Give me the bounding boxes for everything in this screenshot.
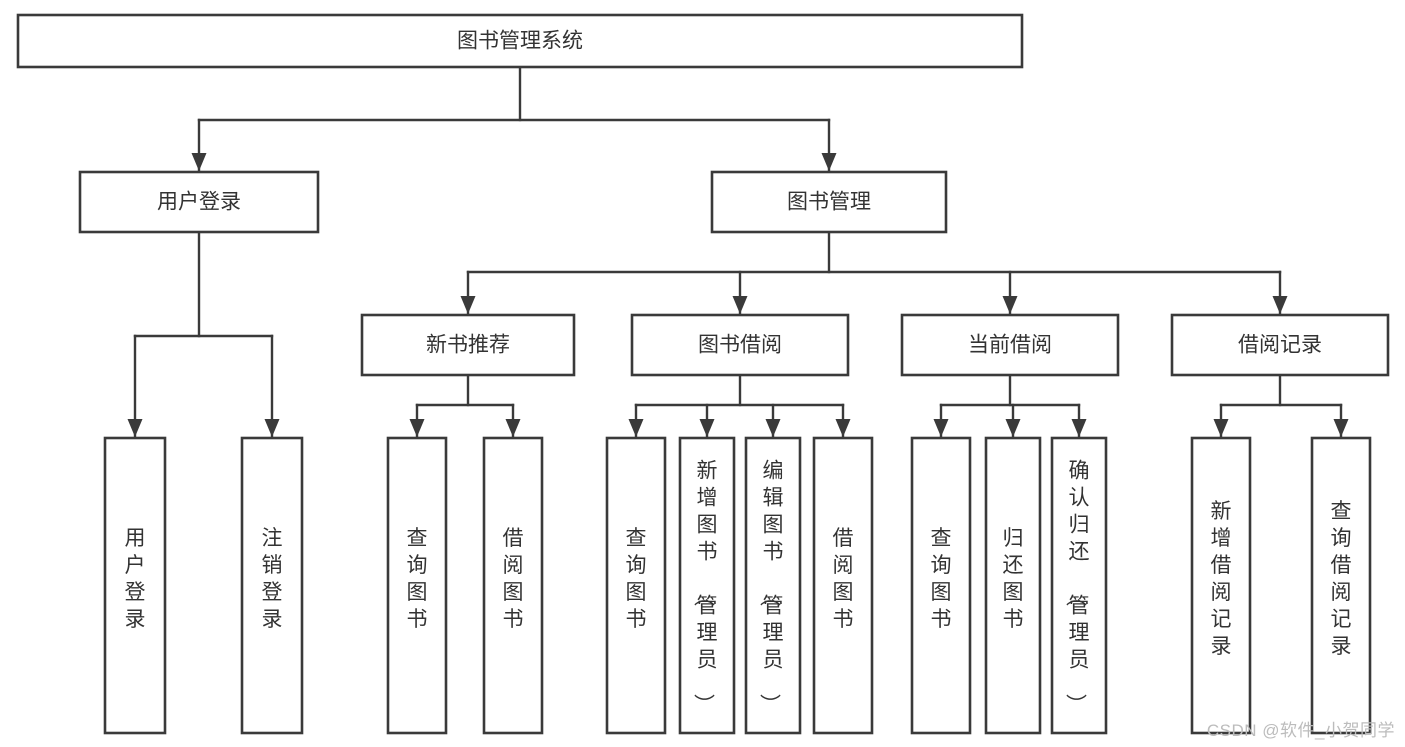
node-box[interactable]: 归还图书 — [984, 436, 1042, 735]
node-rectangle[interactable] — [386, 436, 448, 735]
arrow-head-icon — [1071, 419, 1087, 437]
node-rectangle[interactable] — [678, 436, 736, 735]
node-label: 归还图书 — [1003, 527, 1024, 631]
node-box[interactable]: 图书管理 — [710, 170, 948, 234]
node-box[interactable]: 借阅图书 — [482, 436, 544, 735]
node-box[interactable]: 用户登录 — [103, 436, 167, 735]
node-label: 新增借阅记录 — [1211, 500, 1232, 658]
node-box[interactable]: 查询借阅记录 — [1310, 436, 1372, 735]
arrow-head-icon — [1005, 419, 1021, 437]
node-label: 借阅图书 — [833, 527, 854, 631]
arrow-head-icon — [835, 419, 851, 437]
node-rectangle[interactable] — [744, 436, 802, 735]
node-label: 查询图书 — [626, 527, 647, 631]
node-rectangle[interactable] — [78, 170, 320, 234]
node-label: 确认归还（管理员） — [1064, 460, 1090, 715]
arrow-head-icon — [409, 419, 425, 437]
node-rectangle[interactable] — [710, 170, 948, 234]
node-label: 用户登录 — [125, 527, 146, 631]
node-label: 注销登录 — [262, 527, 283, 631]
arrow-head-icon — [1002, 296, 1018, 314]
node-label: 查询图书 — [407, 527, 428, 631]
node-label: 编辑图书（管理员） — [758, 460, 784, 715]
arrow-head-icon — [765, 419, 781, 437]
node-box[interactable]: 新书推荐 — [360, 313, 576, 377]
arrow-head-icon — [699, 419, 715, 437]
node-rectangle[interactable] — [103, 436, 167, 735]
node-label: 图书借阅 — [698, 334, 782, 357]
connector-edges-layer — [127, 65, 1349, 438]
node-rectangle[interactable] — [1190, 436, 1252, 735]
node-label: 当前借阅 — [968, 334, 1052, 357]
node-box[interactable]: 查询图书 — [386, 436, 448, 735]
arrow-head-icon — [933, 419, 949, 437]
arrow-head-icon — [1272, 296, 1288, 314]
node-label: 借阅图书 — [503, 527, 524, 631]
node-box[interactable]: 用户登录 — [78, 170, 320, 234]
node-rectangle[interactable] — [1050, 436, 1108, 735]
node-label: 新书推荐 — [426, 334, 510, 357]
node-rectangle[interactable] — [1310, 436, 1372, 735]
node-label: 图书管理系统 — [457, 30, 583, 53]
node-box[interactable]: 编辑图书（管理员） — [744, 436, 802, 735]
node-label: 查询图书 — [931, 527, 952, 631]
node-rectangle[interactable] — [1170, 313, 1390, 377]
node-box[interactable]: 查询图书 — [605, 436, 667, 735]
node-rectangle[interactable] — [482, 436, 544, 735]
arrow-head-icon — [628, 419, 644, 437]
node-rectangle[interactable] — [16, 13, 1024, 69]
node-label: 查询借阅记录 — [1331, 500, 1352, 658]
node-box[interactable]: 确认归还（管理员） — [1050, 436, 1108, 735]
arrow-head-icon — [821, 153, 837, 171]
node-box[interactable]: 查询图书 — [910, 436, 972, 735]
node-label: 借阅记录 — [1238, 334, 1322, 357]
arrow-head-icon — [1333, 419, 1349, 437]
node-box[interactable]: 图书管理系统 — [16, 13, 1024, 69]
node-box[interactable]: 借阅记录 — [1170, 313, 1390, 377]
node-box[interactable]: 新增借阅记录 — [1190, 436, 1252, 735]
node-rectangle[interactable] — [812, 436, 874, 735]
node-box[interactable]: 图书借阅 — [630, 313, 850, 377]
node-box[interactable]: 当前借阅 — [900, 313, 1120, 377]
node-rectangle[interactable] — [984, 436, 1042, 735]
arrow-head-icon — [1213, 419, 1229, 437]
node-box[interactable]: 注销登录 — [240, 436, 304, 735]
node-label: 新增图书（管理员） — [692, 460, 718, 715]
arrow-head-icon — [505, 419, 521, 437]
node-rectangle[interactable] — [360, 313, 576, 377]
arrow-head-icon — [191, 153, 207, 171]
arrow-head-icon — [460, 296, 476, 314]
node-rectangle[interactable] — [240, 436, 304, 735]
node-label: 图书管理 — [787, 191, 871, 214]
node-rectangle[interactable] — [605, 436, 667, 735]
node-rectangle[interactable] — [910, 436, 972, 735]
arrow-head-icon — [732, 296, 748, 314]
arrow-head-icon — [127, 419, 143, 437]
nodes-layer: 图书管理系统用户登录图书管理新书推荐图书借阅当前借阅借阅记录用户登录注销登录查询… — [16, 13, 1390, 735]
node-box[interactable]: 借阅图书 — [812, 436, 874, 735]
node-rectangle[interactable] — [630, 313, 850, 377]
node-label: 用户登录 — [157, 191, 241, 214]
node-rectangle[interactable] — [900, 313, 1120, 377]
node-box[interactable]: 新增图书（管理员） — [678, 436, 736, 735]
arrow-head-icon — [264, 419, 280, 437]
